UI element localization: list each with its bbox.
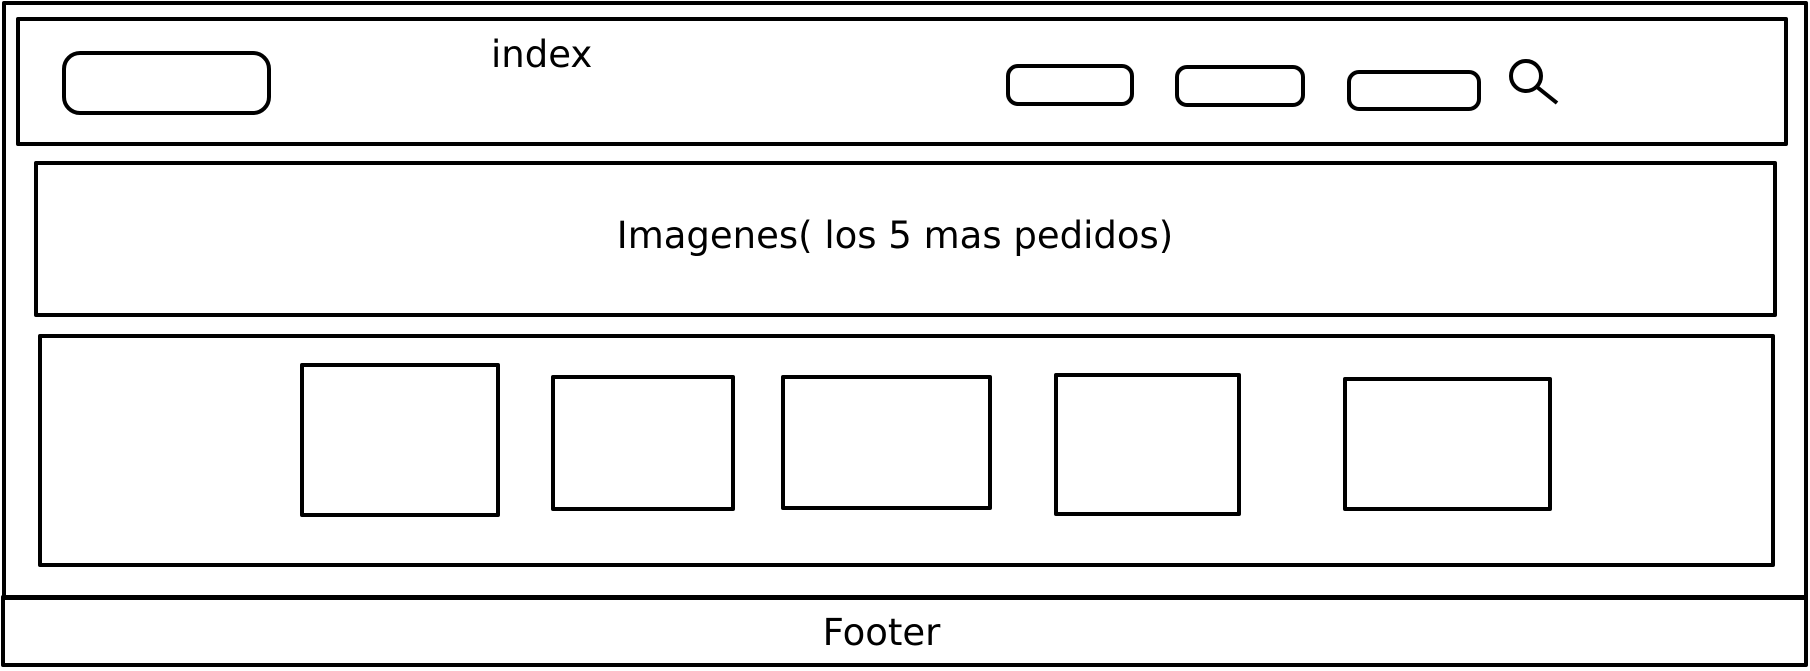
gallery-item-3[interactable] — [781, 375, 992, 510]
nav-button-2[interactable] — [1175, 65, 1305, 107]
gallery-item-2[interactable] — [551, 375, 735, 511]
footer-text: Footer — [822, 611, 941, 654]
banner-text: Imagenes( los 5 mas pedidos) — [616, 214, 1174, 257]
gallery — [38, 334, 1775, 567]
banner — [34, 161, 1777, 317]
logo-placeholder[interactable] — [62, 51, 271, 115]
page-title: index — [491, 33, 593, 76]
search-icon[interactable] — [1509, 59, 1559, 105]
gallery-item-1[interactable] — [300, 363, 500, 517]
gallery-item-4[interactable] — [1054, 373, 1241, 516]
header — [16, 17, 1788, 146]
nav-button-1[interactable] — [1006, 64, 1134, 106]
nav-button-3[interactable] — [1347, 70, 1481, 111]
footer — [1, 595, 1808, 667]
gallery-item-5[interactable] — [1343, 377, 1552, 511]
